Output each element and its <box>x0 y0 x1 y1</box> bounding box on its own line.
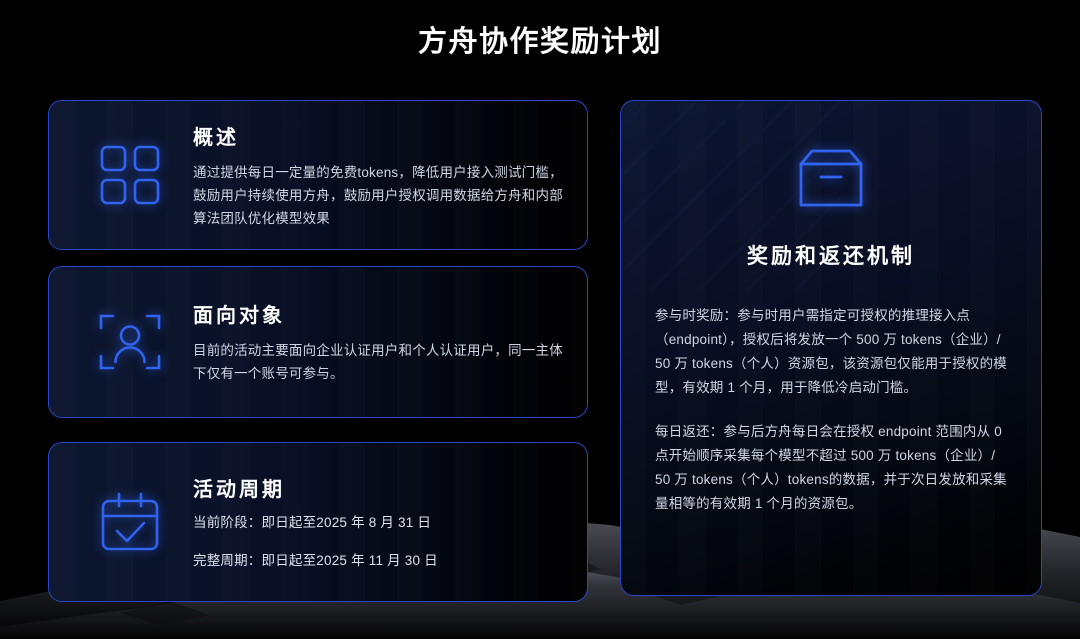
panel-reward-paragraph-daily-return: 每日返还：参与后方舟每日会在授权 endpoint 范围内从 0 点开始顺序采集… <box>655 424 1007 511</box>
card-period-icon-slot <box>75 490 185 554</box>
panel-reward-paragraph-participation: 参与时奖励：参与时用户需指定可授权的推理接入点（endpoint），授权后将发放… <box>655 308 1007 395</box>
card-overview-title: 概述 <box>193 126 239 149</box>
panel-reward-title: 奖励和返还机制 <box>747 245 915 268</box>
user-scan-frame-icon <box>99 314 161 370</box>
card-audience-title: 面向对象 <box>193 305 285 327</box>
card-audience[interactable]: 面向对象 目前的活动主要面向企业认证用户和个人认证用户，同一主体下仅有一个账号可… <box>48 266 588 418</box>
panel-reward-icon-slot <box>797 147 865 214</box>
page-title: 方舟协作奖励计划 <box>417 26 662 58</box>
card-audience-icon-slot <box>75 310 185 374</box>
card-period-current-phase: 当前阶段：即日起至2025 年 8 月 31 日 <box>193 515 432 530</box>
card-overview-icon-slot <box>75 144 185 206</box>
grid-four-squares-icon <box>100 145 160 205</box>
card-period-title: 活动周期 <box>193 479 285 501</box>
panel-reward-mechanism[interactable]: 奖励和返还机制 参与时奖励：参与时用户需指定可授权的推理接入点（endpoint… <box>620 100 1042 596</box>
calendar-check-icon <box>101 492 159 551</box>
card-period[interactable]: 活动周期 当前阶段：即日起至2025 年 8 月 31 日 完整周期：即日起至2… <box>48 442 588 602</box>
card-overview[interactable]: 概述 通过提供每日一定量的免费tokens，降低用户接入测试门槛，鼓励用户持续使… <box>48 100 588 250</box>
card-audience-body: 目前的活动主要面向企业认证用户和个人认证用户，同一主体下仅有一个账号可参与。 <box>193 343 563 381</box>
card-overview-body: 通过提供每日一定量的免费tokens，降低用户接入测试门槛，鼓励用户持续使用方舟… <box>193 164 563 226</box>
card-period-full-cycle: 完整周期：即日起至2025 年 11 月 30 日 <box>193 553 438 568</box>
panel-reward-body: 参与时奖励：参与时用户需指定可授权的推理接入点（endpoint），授权后将发放… <box>655 304 1007 516</box>
package-box-icon <box>799 149 863 207</box>
